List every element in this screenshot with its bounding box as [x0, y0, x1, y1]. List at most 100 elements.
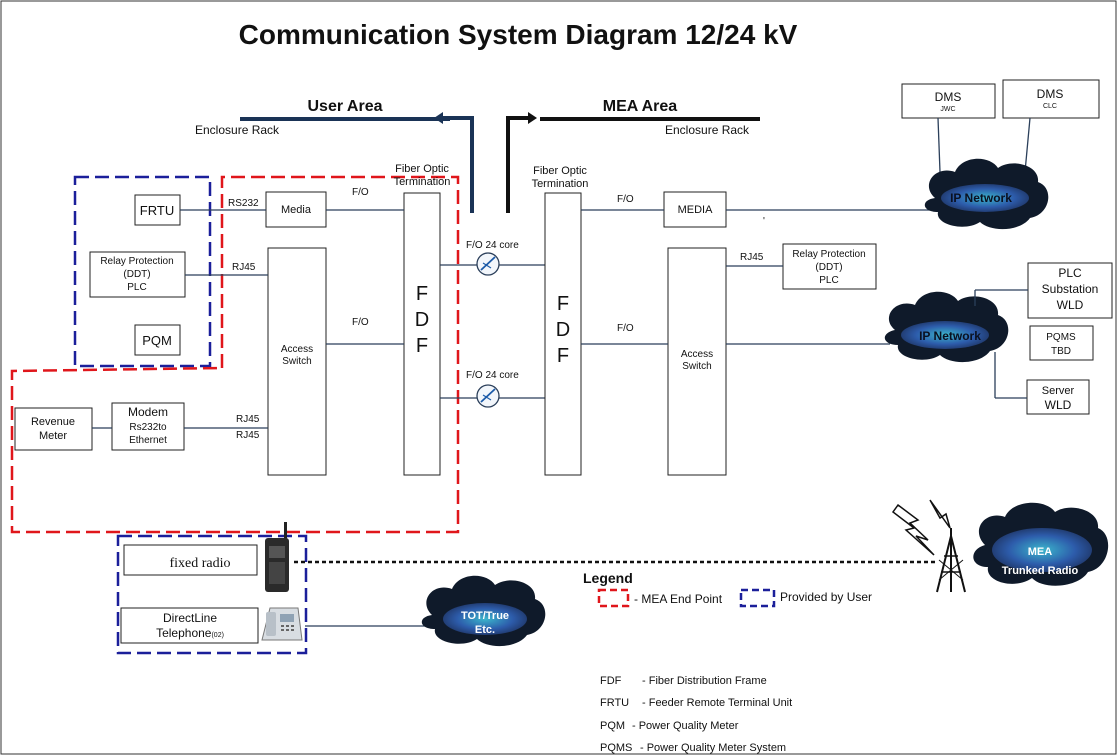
- relay-protection-mea-line2: (DDT): [815, 262, 842, 273]
- enclosure-rack-left-label: Enclosure Rack: [195, 123, 280, 137]
- fdf-mea-f2: F: [557, 345, 569, 367]
- dms-clc-sub: CLC: [1043, 103, 1057, 110]
- abbr-pqms-desc: - Power Quality Meter System: [640, 742, 786, 754]
- ip-network-mid-label: IP Network: [919, 329, 981, 343]
- legend-red-swatch: [597, 588, 630, 608]
- modem-box: [111, 402, 185, 451]
- relay-protection-user-line3: PLC: [127, 282, 146, 293]
- user-area-label: User Area: [307, 98, 382, 115]
- dms-jwc-box: [901, 83, 996, 119]
- fiber-optic-mea-line1: Fiber Optic: [533, 165, 587, 177]
- tot-true-line2: Etc.: [475, 624, 495, 636]
- dms-jwc-title: DMS: [935, 90, 962, 104]
- tick-mark: ': [763, 216, 765, 227]
- plc-substation-line1: PLC: [1058, 266, 1082, 280]
- user-area-arrow: [443, 116, 474, 213]
- dms-clc-box: [1002, 79, 1100, 119]
- dms-clc-link: [1024, 117, 1031, 173]
- abbr-pqm-desc: - Power Quality Meter: [632, 720, 739, 732]
- relay-protection-mea-line3: PLC: [819, 275, 838, 286]
- ip-network-cloud-mid: IP Network: [884, 291, 1009, 363]
- legend-blue-swatch: [739, 588, 776, 608]
- mea-area-arrow: [506, 116, 530, 213]
- direct-line-line2-wrap: Telephone(02): [156, 626, 224, 640]
- dms-clc-title: DMS: [1037, 87, 1064, 101]
- enclosure-rack-right-label: Enclosure Rack: [665, 123, 750, 137]
- frtu-box: [134, 194, 181, 226]
- modem-line2: Rs232to: [129, 422, 167, 433]
- server-line1: Server: [1042, 385, 1075, 397]
- provided-by-user-region-top: [73, 175, 212, 368]
- legend-title: Legend: [583, 570, 633, 586]
- revenue-meter-line1: Revenue: [31, 416, 75, 428]
- fo24-top-label: F/O 24 core: [466, 240, 519, 251]
- abbr-frtu-desc: - Feeder Remote Terminal Unit: [642, 697, 792, 709]
- fiber-optic-mea-line2: Termination: [532, 178, 589, 190]
- fdf-user-f2: F: [416, 335, 428, 357]
- rj45-mea-label: RJ45: [740, 252, 764, 263]
- fixed-radio-label: fixed radio: [169, 556, 230, 571]
- frtu-label: FRTU: [140, 203, 174, 218]
- ip-network-cloud-top: IP Network: [924, 158, 1049, 230]
- access-switch-mea-line1: Access: [681, 349, 713, 360]
- fdf-mea-box: [544, 192, 582, 476]
- pqms-line2: TBD: [1051, 346, 1071, 357]
- access-switch-user-line1: Access: [281, 344, 313, 355]
- dms-jwc-link: [937, 117, 941, 173]
- fiber-coupler-icon-bottom: [476, 384, 500, 408]
- access-switch-mea-line2: Switch: [682, 361, 711, 372]
- abbr-fdf: FDF: [600, 675, 622, 687]
- pqms-line1: PQMS: [1046, 332, 1076, 343]
- plc-substation-line3: WLD: [1057, 298, 1084, 312]
- telephone-icon: [261, 607, 303, 641]
- fo-media-user-label: F/O: [352, 187, 369, 198]
- plc-substation-box: [1027, 262, 1113, 319]
- fdf-user-f1: F: [416, 283, 428, 305]
- fiber-coupler-icon-top: [476, 252, 500, 276]
- legend-mea-end-point: - MEA End Point: [634, 592, 723, 606]
- server-box: [1026, 379, 1090, 415]
- fdf-mea-f1: F: [557, 293, 569, 315]
- relay-protection-user-line1: Relay Protection: [100, 256, 173, 267]
- relay-protection-mea-line1: Relay Protection: [792, 249, 865, 260]
- ip-network-top-label: IP Network: [950, 191, 1012, 205]
- mea-trunked-radio-cloud: MEA Trunked Radio: [973, 502, 1109, 586]
- modem-line3: Ethernet: [129, 435, 167, 446]
- fdf-user-d: D: [415, 309, 429, 331]
- abbr-fdf-desc: - Fiber Distribution Frame: [642, 675, 767, 687]
- fdf-mea-d: D: [556, 319, 570, 341]
- fdf-user-box: [403, 192, 441, 476]
- revenue-meter-box: [14, 407, 93, 451]
- fo24-bottom-label: F/O 24 core: [466, 370, 519, 381]
- abbr-frtu: FRTU: [600, 697, 629, 709]
- mea-area-label: MEA Area: [603, 98, 677, 115]
- direct-line-line1: DirectLine: [163, 611, 217, 625]
- media-mea-label: MEDIA: [678, 204, 714, 216]
- rj45-modem-label-2: RJ45: [236, 430, 260, 441]
- handheld-radio-icon: [265, 522, 289, 592]
- modem-line1: Modem: [128, 405, 168, 419]
- server-line2: WLD: [1045, 398, 1072, 412]
- pqms-box: [1029, 325, 1094, 361]
- revenue-meter-line2: Meter: [39, 430, 67, 442]
- rs232-label: RS232: [228, 198, 259, 209]
- tot-true-cloud: TOT/True Etc.: [421, 575, 546, 647]
- radio-tower-icon: [936, 528, 966, 593]
- mea-end-point-region: [10, 175, 460, 534]
- fiber-optic-user-line1: Fiber Optic: [395, 163, 449, 175]
- pqm-label: PQM: [142, 333, 172, 348]
- fo-media-mea-label: F/O: [617, 194, 634, 205]
- fixed-radio-box: [123, 544, 258, 576]
- lightning-bolt-icon: [891, 499, 951, 556]
- relay-protection-mea-box: [782, 243, 877, 290]
- fiber-optic-user-line2: Termination: [394, 176, 451, 188]
- rj45-modem-label-1: RJ45: [236, 414, 260, 425]
- page-title: Communication System Diagram 12/24 kV: [239, 19, 798, 50]
- mea-area-arrowhead: [528, 112, 537, 124]
- abbr-pqm: PQM: [600, 720, 625, 732]
- abbr-pqms: PQMS: [600, 742, 632, 754]
- access-switch-mea-box: [667, 247, 727, 476]
- legend-provided-by-user: Provided by User: [780, 590, 872, 604]
